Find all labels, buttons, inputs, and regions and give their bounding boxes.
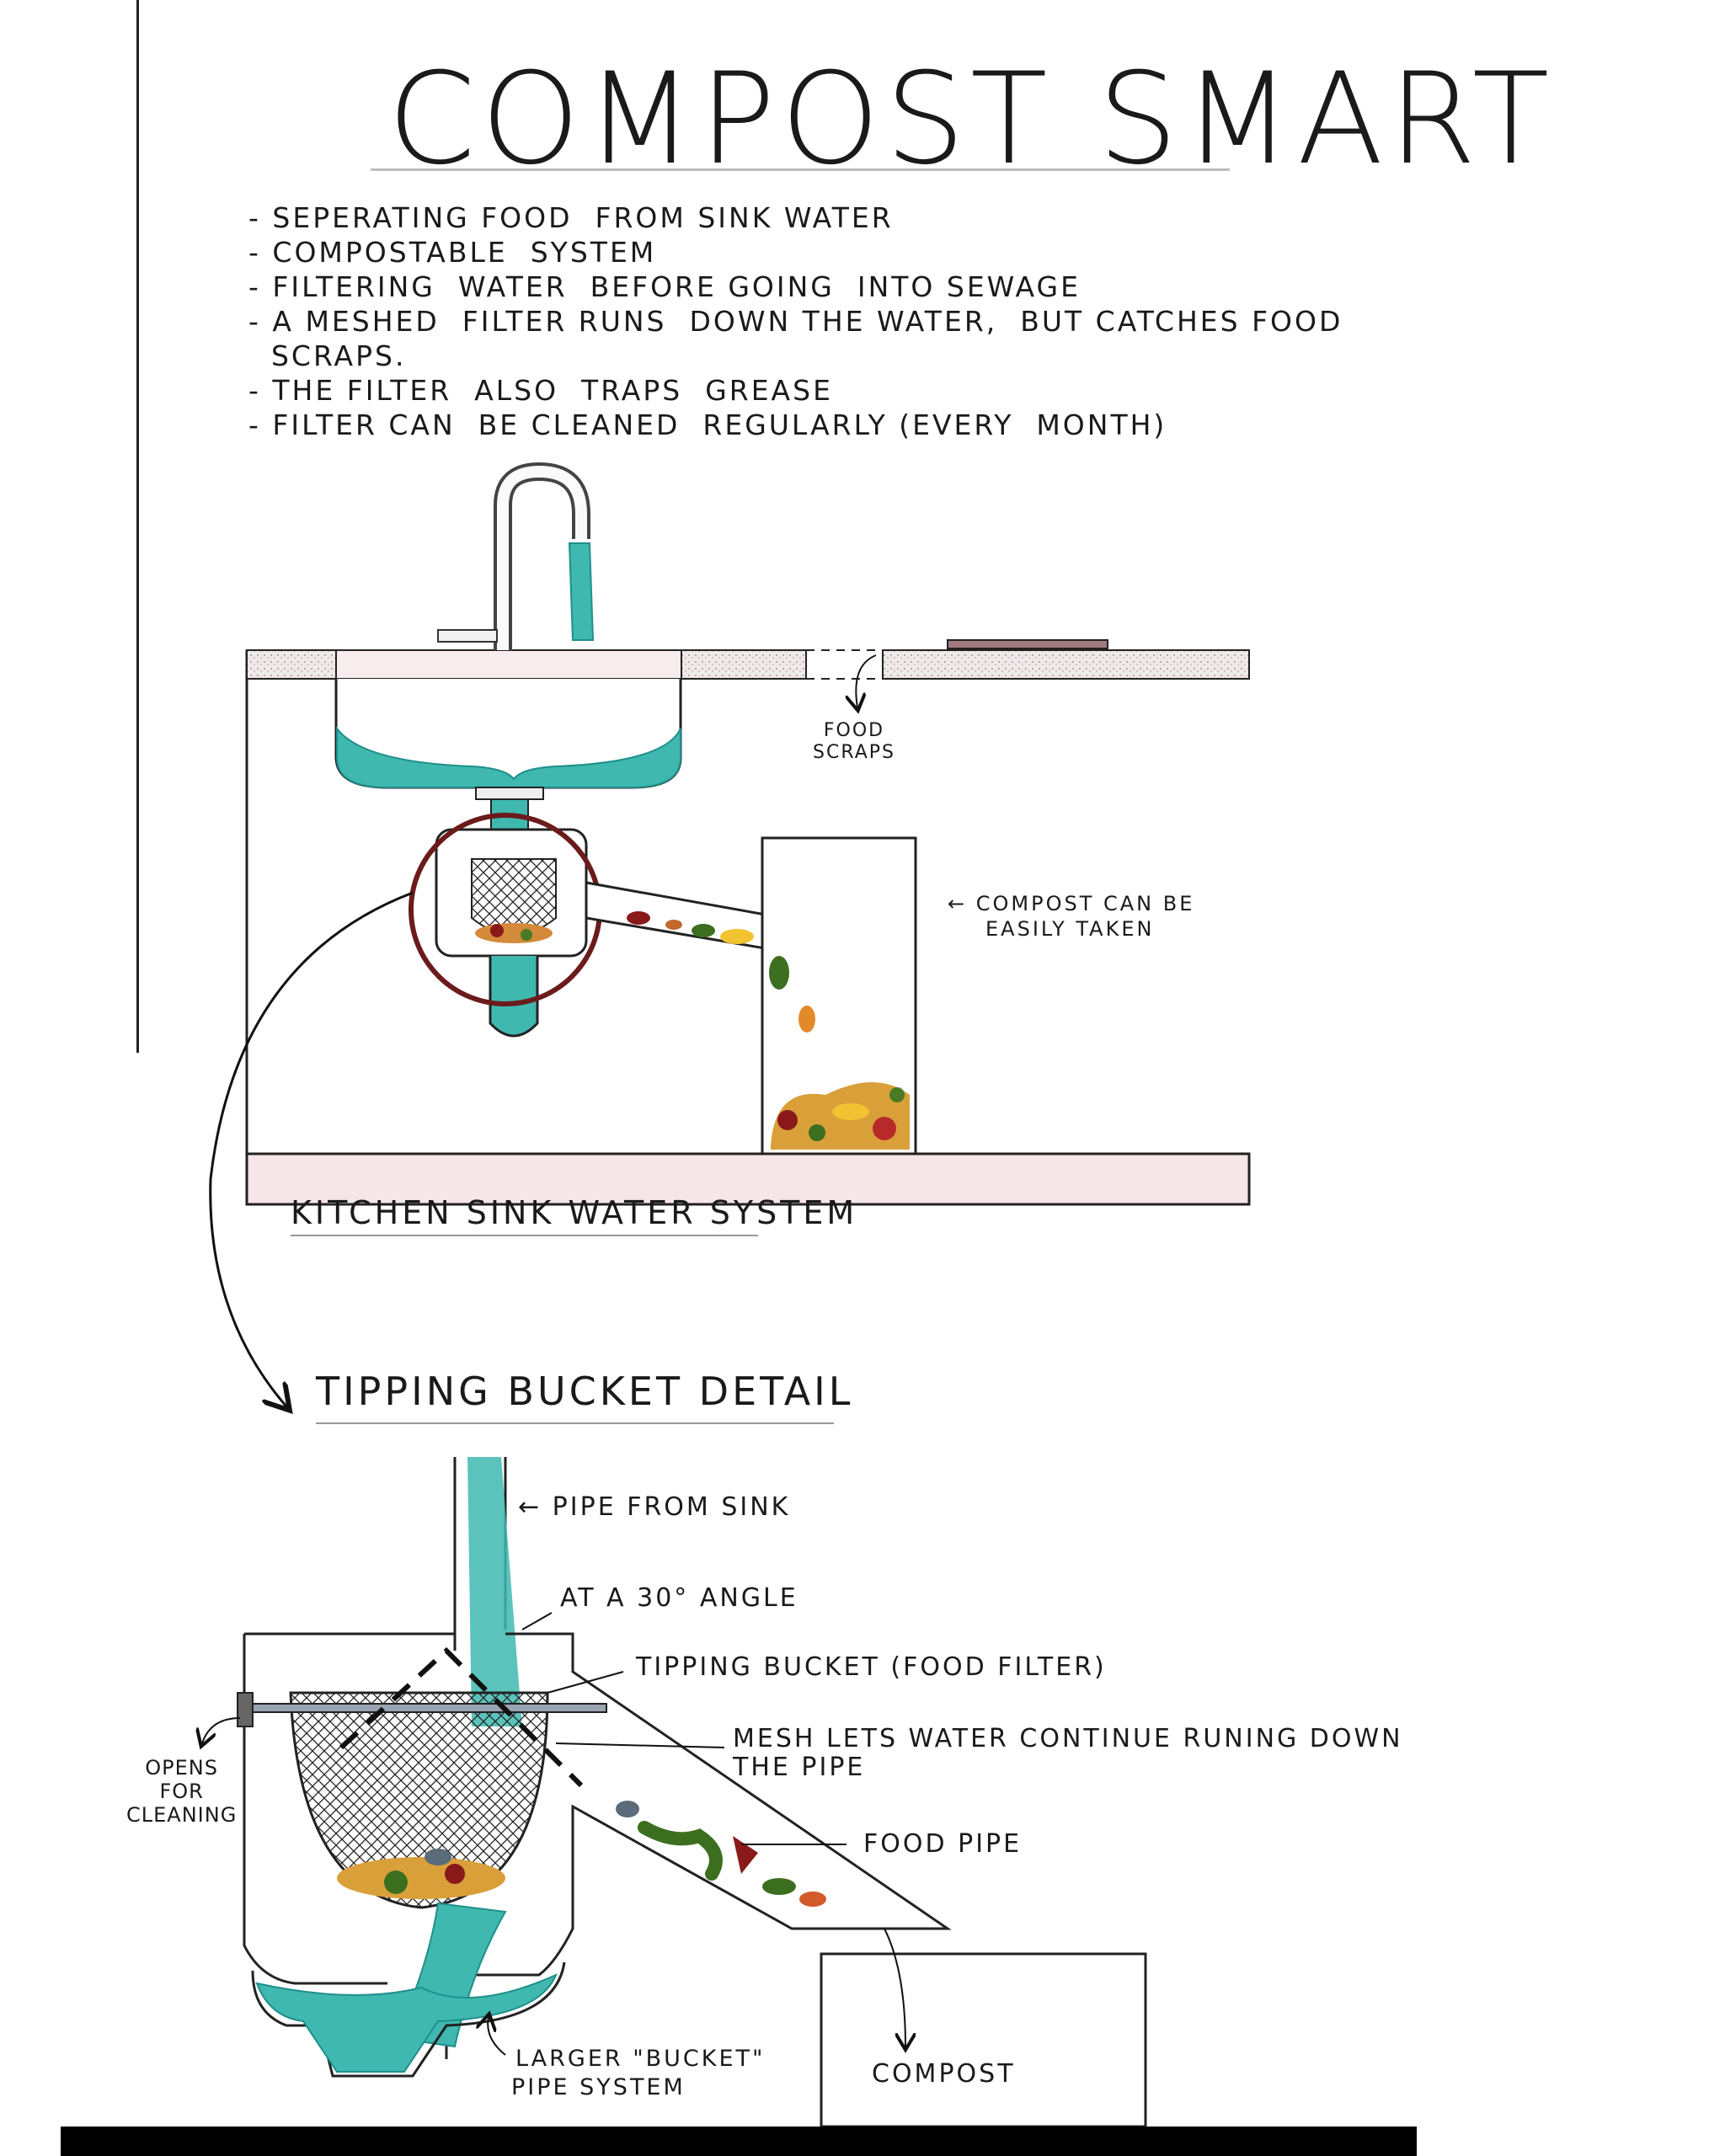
larger-bucket-label: LARGER "BUCKET" PIPE SYSTEM: [511, 2045, 766, 2102]
mesh-label-line1: MESH LETS WATER CONTINUE RUNING DOWN: [733, 1724, 1403, 1753]
feature-item: - A MESHED FILTER RUNS DOWN THE WATER, B…: [248, 305, 1343, 338]
feature-list: - SEPERATING FOOD FROM SINK WATER - COMP…: [248, 200, 1343, 442]
opens-for-cleaning-label: OPENS FOR CLEANING: [126, 1756, 237, 1827]
page-edge-line: [136, 0, 139, 1053]
opens-label-line2: FOR: [159, 1780, 204, 1803]
faucet: [437, 462, 595, 650]
feature-item: - THE FILTER ALSO TRAPS GREASE: [248, 374, 833, 407]
compost-taken-label-line1: ← COMPOST CAN BE: [948, 892, 1195, 915]
larger-bucket-label-line1: LARGER "BUCKET": [515, 2046, 766, 2072]
food-scraps-label: FOOD SCRAPS: [813, 720, 895, 764]
detail-section-title: TIPPING BUCKET DETAIL: [316, 1369, 854, 1414]
food-scraps-label-line1: FOOD: [823, 720, 885, 741]
pipe-from-sink-label: ← PIPE FROM SINK: [518, 1492, 791, 1522]
mesh-label-line2: THE PIPE: [733, 1753, 866, 1782]
title-underline: [371, 168, 1230, 171]
feature-item: SCRAPS.: [248, 339, 407, 372]
sink-section-title: KITCHEN SINK WATER SYSTEM: [291, 1194, 858, 1231]
sink-basin: [334, 679, 682, 789]
feature-item: - SEPERATING FOOD FROM SINK WATER: [248, 201, 894, 234]
opens-label-line1: OPENS: [145, 1756, 218, 1780]
compost-taken-label: ← COMPOST CAN BE EASILY TAKEN: [948, 891, 1194, 942]
detail-callout-arrow: [209, 891, 414, 1406]
countertop: [246, 639, 1250, 680]
feature-item: - FILTERING WATER BEFORE GOING INTO SEWA…: [248, 270, 1081, 303]
bottom-border-bar: [61, 2127, 1417, 2156]
larger-bucket-label-line2: PIPE SYSTEM: [511, 2074, 686, 2100]
mesh-label: MESH LETS WATER CONTINUE RUNING DOWN THE…: [733, 1725, 1403, 1782]
compost-taken-label-line2: EASILY TAKEN: [985, 917, 1155, 941]
tipping-bucket-label: TIPPING BUCKET (FOOD FILTER): [636, 1652, 1107, 1682]
opens-label-line3: CLEANING: [126, 1803, 238, 1827]
compost-label: COMPOST: [872, 2059, 1016, 2089]
angle-label: AT A 30° ANGLE: [560, 1583, 798, 1613]
tipping-bucket-detail: [202, 1457, 1147, 2128]
feature-item: - FILTER CAN BE CLEANED REGULARLY (EVERY…: [248, 408, 1167, 441]
food-pipe-label: FOOD PIPE: [863, 1829, 1023, 1859]
feature-item: - COMPOSTABLE SYSTEM: [248, 236, 657, 269]
cabinet: [245, 650, 1251, 1206]
food-scraps-arrow: [856, 654, 877, 707]
food-scraps-label-line2: SCRAPS: [813, 742, 896, 763]
drain-assembly: [409, 787, 777, 1038]
compost-bin: [761, 836, 917, 1155]
